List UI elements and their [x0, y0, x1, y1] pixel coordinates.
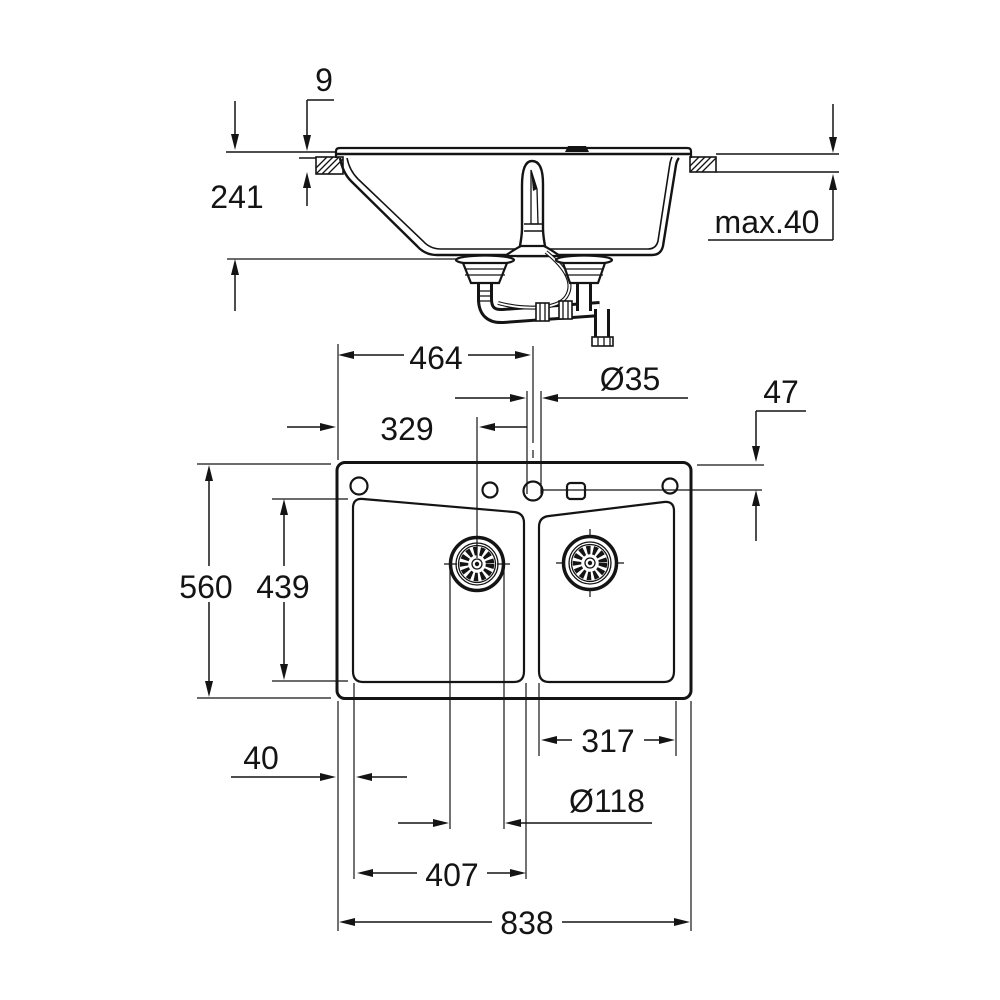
- hose-fill: [497, 251, 571, 309]
- outlet-end-cap: [591, 336, 614, 347]
- dim-rim-height: 9: [303, 62, 334, 206]
- pipe-corrugation: [477, 290, 493, 302]
- counter-left-line: [226, 151, 336, 159]
- dim-407-label: 407: [425, 857, 478, 893]
- counter-right-hatch: [689, 156, 717, 173]
- hatch-lines-right: [689, 156, 717, 173]
- faucet-spout-tip: [531, 170, 537, 191]
- dim-counter-thickness: max.40: [708, 104, 837, 241]
- dim-edge-offset: 40: [231, 740, 407, 781]
- dim-max40-lines: [708, 104, 834, 241]
- dim-bowl-inner-depth: 439: [256, 499, 310, 680]
- accessory-hole-right: [661, 477, 679, 495]
- bowl-right: [537, 500, 676, 684]
- accessory-hole-mid: [481, 481, 499, 499]
- dim-left-to-faucet: 464: [338, 340, 531, 376]
- pipe-couplings: [535, 300, 614, 347]
- dim-left-bowl-span: 407: [357, 857, 526, 893]
- dim-317-label: 317: [581, 723, 634, 759]
- dim-560-label: 560: [179, 569, 232, 605]
- pipe-left-fill: [480, 283, 601, 322]
- dim-faucet-hole-diameter: Ø35: [455, 361, 688, 402]
- basin-outer-wall: [338, 157, 680, 257]
- dim-47-arrows: [752, 446, 760, 506]
- deck-knob-side: [565, 146, 589, 152]
- dim-right-bowl-width: 317: [541, 723, 675, 759]
- counter-right-lines: [716, 153, 839, 173]
- sink-section: [334, 146, 693, 257]
- drain-right-center: [587, 560, 593, 566]
- faucet-bands: [524, 223, 542, 232]
- dim-317-arrows: [541, 736, 675, 744]
- hatch-lines-left: [315, 156, 344, 175]
- drain-right-ring2: [568, 541, 612, 585]
- hatch-block-left: [315, 156, 344, 175]
- dim-max40-arrows: [829, 137, 837, 190]
- basin-inner-wall: [346, 156, 673, 250]
- dim-40-arrows: [320, 773, 372, 781]
- sink-rim-profile: [334, 146, 693, 158]
- drain-right-spokes: [572, 545, 608, 581]
- drain-right-ring3: [570, 543, 610, 583]
- faucet-hole: [522, 480, 544, 502]
- dim-o118-arrows: [433, 819, 521, 827]
- dim-overall-depth: 560: [179, 465, 233, 697]
- outlet-end-ribs: [597, 337, 611, 346]
- strainer-right-side: [554, 254, 614, 285]
- coupling-1: [535, 302, 550, 322]
- dim-o118-label: Ø118: [569, 783, 645, 819]
- strainer-left-ribs: [465, 268, 505, 276]
- strainer-right-body: [561, 261, 607, 285]
- coupling-2-ribs: [562, 301, 569, 319]
- dim-o35-label: Ø35: [600, 361, 660, 397]
- counter-left-hatch: [315, 156, 344, 175]
- drain-left-center: [474, 561, 480, 567]
- dim-47-label: 47: [763, 374, 799, 410]
- dim-47-lines: [755, 410, 806, 541]
- dim-o35-arrows: [510, 394, 558, 402]
- strainer-right-ribs: [565, 268, 603, 276]
- accessory-hole-left: [349, 476, 369, 496]
- dim-total-depth: 241: [210, 101, 264, 311]
- dim-9-lines: [306, 99, 334, 206]
- deck-holes: [349, 476, 762, 502]
- strainer-left-side: [454, 254, 516, 285]
- dim-max40-label: max.40: [715, 204, 820, 240]
- dim-464-label: 464: [409, 340, 462, 376]
- strainer-left-body: [461, 261, 509, 285]
- drain-plumbing: [454, 250, 614, 347]
- dim-838-label: 838: [500, 905, 553, 941]
- plan-view: 464 Ø35 329 47 560 4: [179, 340, 806, 941]
- side-view: 9 241 max.40: [210, 62, 839, 347]
- faucet-side-profile: [501, 159, 564, 258]
- bowl-left: [351, 497, 526, 684]
- dim-40-label: 40: [243, 740, 279, 776]
- dim-overall-width: 838: [339, 905, 690, 941]
- dim-439-label: 439: [256, 569, 309, 605]
- drain-right: [556, 529, 624, 597]
- dim-9-arrows: [303, 135, 311, 188]
- square-hole: [565, 481, 587, 501]
- coupling-2: [558, 300, 573, 320]
- dim-drain-diameter: Ø118: [398, 783, 652, 827]
- dim-241-label: 241: [210, 179, 263, 215]
- dim-edge-to-hole-axis: 47: [752, 374, 806, 541]
- dim-9-label: 9: [315, 62, 333, 98]
- extension-lines: [197, 344, 764, 931]
- dim-left-to-drain: 329: [287, 411, 527, 447]
- sink-outline: [335, 461, 693, 700]
- coupling-1-ribs: [539, 303, 546, 321]
- dim-329-label: 329: [380, 411, 433, 447]
